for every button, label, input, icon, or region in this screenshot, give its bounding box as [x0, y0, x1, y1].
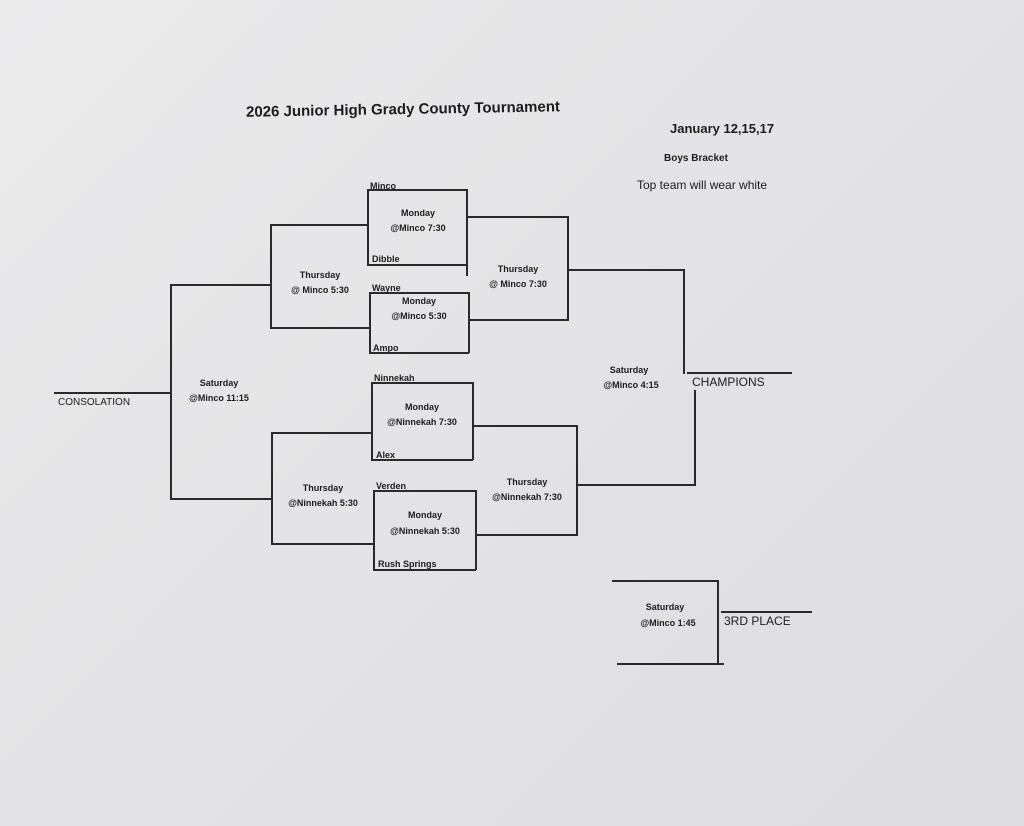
third-lower-line [617, 663, 724, 665]
game3-left-line [371, 382, 373, 460]
game4-left-line [373, 490, 375, 570]
game2-left-line [369, 292, 371, 353]
game1-right-line [466, 189, 468, 276]
champ-lower-vertical [694, 390, 696, 485]
team-slot: Minco [370, 181, 396, 191]
game1-bottom-line [367, 264, 467, 266]
consolation-label: CONSOLATION [58, 397, 131, 408]
third-upper-line [612, 580, 718, 582]
game-day: Monday [401, 296, 437, 306]
cons-top-upper-line [270, 224, 368, 226]
cons-bottom-lower-line [271, 543, 374, 545]
third-place-label: 3RD PLACE [724, 614, 791, 628]
game-day: Monday [400, 208, 436, 218]
game-site: @Ninnekah 5:30 [288, 498, 358, 508]
game-site: @Minco 11:15 [189, 393, 249, 403]
win-top-lower-line [469, 319, 569, 321]
game-site: @Ninnekah 5:30 [390, 526, 460, 536]
cons-top-lower-line [270, 327, 370, 329]
team-slot: Wayne [372, 283, 401, 293]
game4-top-line [373, 490, 476, 492]
game-day: Thursday [299, 270, 341, 280]
game4-right-line [475, 490, 477, 570]
cons-final-lower-line [170, 498, 272, 500]
game-day: Saturday [645, 602, 685, 612]
cons-final-vertical [170, 284, 172, 499]
tournament-dates: January 12,15,17 [670, 121, 775, 136]
champ-upper-vertical [683, 269, 685, 374]
cons-bottom-upper-line [271, 432, 372, 434]
win-bottom-vertical [576, 425, 578, 535]
game4-bottom-line [373, 569, 476, 571]
cons-bottom-vertical [271, 432, 273, 544]
win-bottom-lower-line [476, 534, 578, 536]
game-day: Monday [404, 402, 440, 412]
cons-final-upper-line [170, 284, 271, 286]
game-site: @Ninnekah 7:30 [387, 417, 457, 427]
team-slot: Dibble [372, 254, 400, 264]
consolation-result-line [54, 392, 171, 394]
team-slot: Ninnekah [374, 373, 415, 383]
game1-top-line [367, 189, 467, 191]
third-result-line [721, 611, 812, 613]
cons-top-vertical [270, 224, 272, 328]
game-site: @Minco 5:30 [391, 311, 447, 321]
team-slot: Verden [376, 481, 407, 491]
game-site: @Minco 1:45 [640, 618, 696, 628]
champ-upper-line [568, 269, 684, 271]
champions-result-line [687, 372, 792, 374]
champ-lower-line [577, 484, 696, 486]
game1-left-line [367, 189, 369, 265]
game3-bottom-line [371, 459, 473, 461]
game-site: @ Minco 7:30 [489, 279, 547, 289]
game2-bottom-line [369, 352, 469, 354]
game-day: Thursday [506, 477, 548, 487]
game-site: @Minco 7:30 [390, 223, 446, 233]
game3-right-line [472, 382, 474, 460]
game-day: Thursday [302, 483, 344, 493]
game-site: @Ninnekah 7:30 [492, 492, 562, 502]
game-site: @Minco 4:15 [603, 380, 659, 390]
bracket-name: Boys Bracket [664, 153, 728, 164]
win-bottom-upper-line [473, 425, 576, 427]
tournament-title: 2026 Junior High Grady County Tournament [245, 98, 561, 121]
game-day: Monday [407, 510, 443, 520]
game2-right-line [468, 292, 470, 353]
game-day: Thursday [497, 264, 539, 274]
third-vertical [717, 580, 719, 664]
game2-top-line [369, 292, 469, 294]
win-top-vertical [567, 216, 569, 320]
game-day: Saturday [199, 378, 239, 388]
game3-top-line [371, 382, 473, 384]
win-top-upper-line [467, 216, 568, 218]
team-slot: Rush Springs [378, 559, 437, 569]
game-site: @ Minco 5:30 [291, 285, 349, 295]
game-day: Saturday [609, 365, 649, 375]
bracket-note: Top team will wear white [637, 178, 768, 192]
team-slot: Ampo [373, 343, 399, 353]
team-slot: Alex [376, 450, 396, 460]
champions-label: CHAMPIONS [692, 375, 765, 389]
